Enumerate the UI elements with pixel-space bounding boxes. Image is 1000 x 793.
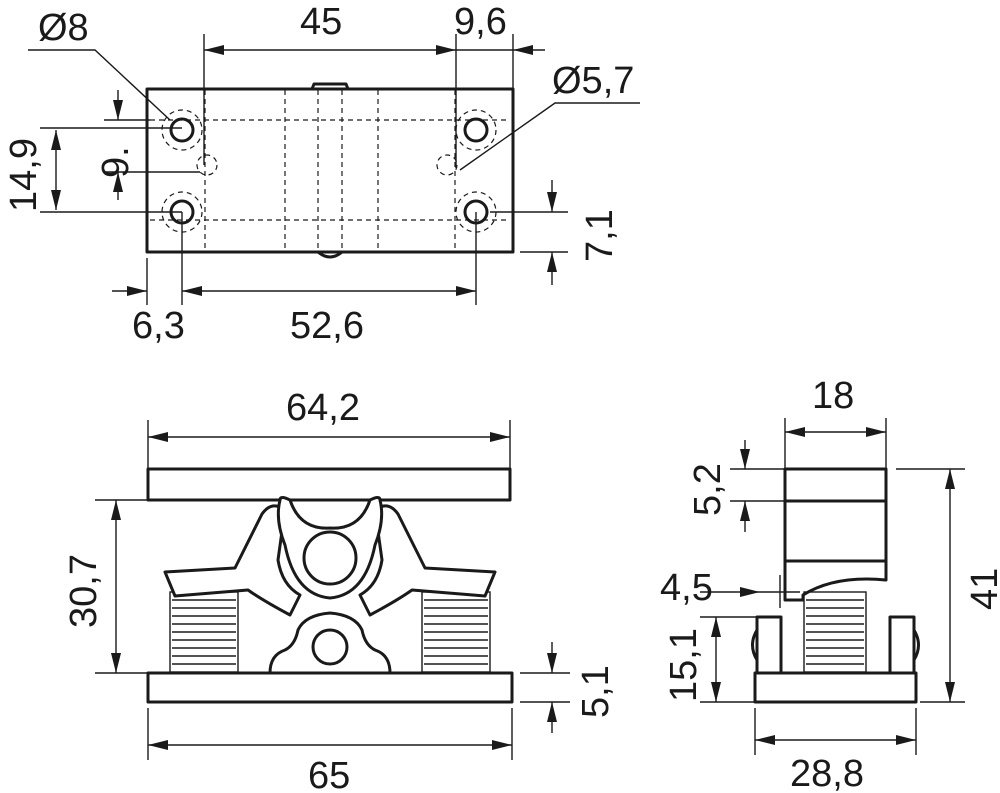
dim-307: 30,7: [63, 554, 105, 628]
dim-d57: Ø5,7: [552, 60, 634, 102]
dim-96: 9,6: [454, 1, 507, 43]
arm-right: [358, 504, 497, 617]
spring-left: [172, 599, 236, 665]
side-top-plate: [783, 467, 888, 503]
dim-642: 64,2: [286, 387, 360, 429]
front-top-plate: [146, 467, 512, 502]
side-lug-left: [755, 615, 783, 675]
side-arm-lower: [783, 561, 888, 602]
leader-d8: [28, 49, 171, 121]
side-arm-body: [783, 499, 888, 563]
side-view: 18 5,2 4,5 41 15,1 28,8: [660, 375, 1000, 793]
upper-pivot-hole: [302, 530, 358, 586]
upper-knuckle: [276, 496, 384, 600]
dim-52: 5,2: [687, 463, 729, 516]
top-view: Ø8 45 9,6 Ø5,7 14,9 9. 7,1: [3, 1, 640, 347]
side-base-plate: [753, 671, 918, 704]
dim-288: 28,8: [790, 753, 864, 793]
arm-left: [163, 504, 302, 617]
side-pin-right: [912, 629, 920, 661]
dim-41: 41: [964, 568, 1000, 610]
dim-65: 65: [308, 755, 350, 793]
side-pin-left: [751, 629, 759, 661]
dim-71: 7,1: [579, 209, 621, 262]
dim-151: 15,1: [663, 628, 705, 702]
dim-d8: Ø8: [38, 7, 89, 49]
dim-18: 18: [812, 375, 854, 417]
dim-45: 45: [300, 1, 342, 43]
side-spring: [806, 599, 864, 665]
hole-top-right: [463, 117, 489, 143]
dim-9: 9.: [95, 146, 137, 178]
front-base-plate: [146, 671, 514, 704]
lower-pivot-hole: [311, 628, 349, 666]
leader-d57: [459, 102, 640, 171]
dim-51: 5,1: [575, 665, 617, 718]
dim-63: 6,3: [132, 305, 185, 347]
top-lug: [310, 82, 350, 90]
hole-top-left: [169, 117, 195, 143]
spring-right: [424, 599, 488, 665]
dim-45s: 4,5: [660, 567, 713, 609]
bottom-lug: [317, 250, 343, 259]
front-view: 64,2 30,7 5,1 65: [63, 387, 617, 793]
top-plate-outline: [145, 87, 515, 254]
dim-526: 52,6: [290, 305, 364, 347]
side-lug-right: [888, 615, 916, 675]
lower-knuckle: [268, 611, 392, 675]
dim-149: 14,9: [3, 138, 45, 212]
